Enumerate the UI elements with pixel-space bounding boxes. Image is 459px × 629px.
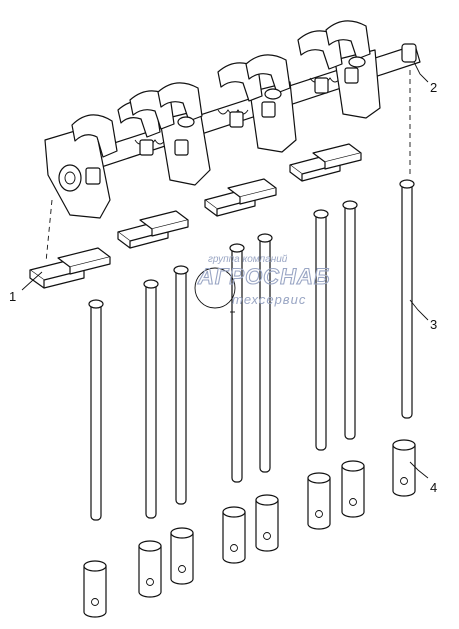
callout-label-1: 1 xyxy=(9,289,16,304)
callout-label-2: 2 xyxy=(430,80,437,95)
valve-caps-group xyxy=(29,143,362,289)
tappets-group xyxy=(83,439,416,618)
watermark-line3: техсервис xyxy=(232,292,306,307)
watermark-line2: АГРОСНАБ xyxy=(197,264,330,289)
watermark: группа компаний АГРОСНАБ техсервис xyxy=(194,254,330,309)
push-rods-group xyxy=(88,179,415,521)
callout-label-4: 4 xyxy=(430,480,437,495)
callout-leaders xyxy=(21,61,429,479)
assembly-axis-lines xyxy=(45,70,411,313)
callout-label-3: 3 xyxy=(430,317,437,332)
watermark-line1: группа компаний xyxy=(208,254,288,265)
rocker-arm-assembly xyxy=(44,20,421,219)
